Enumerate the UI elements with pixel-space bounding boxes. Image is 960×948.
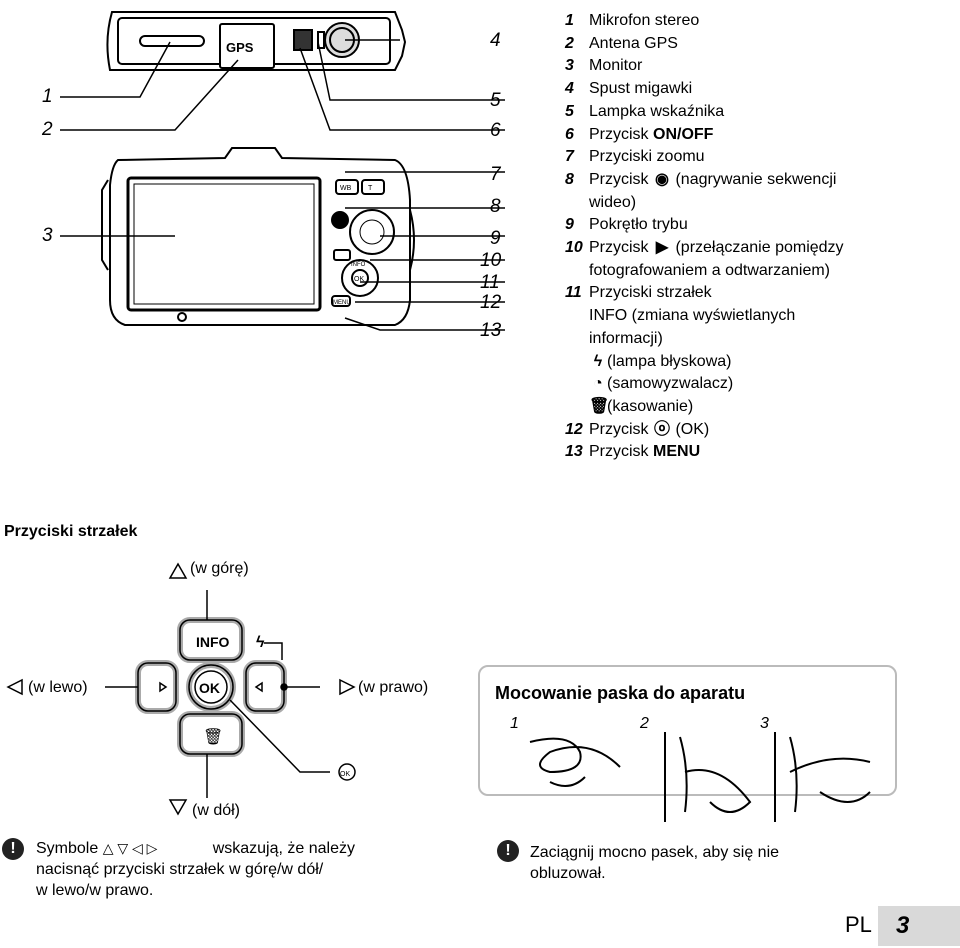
- camera-diagram: GPS WB T INFO OK MENU: [60, 11, 505, 331]
- callout-13: 13: [480, 320, 502, 341]
- section-title-arrow-pad: Przyciski strzałek: [4, 523, 138, 540]
- callout-1: 1: [42, 86, 53, 107]
- page-number: 3: [878, 906, 960, 946]
- legend-item-cont: informacji): [589, 329, 663, 347]
- arrow-up-label: (w górę): [190, 560, 249, 577]
- callout-3: 3: [42, 225, 53, 246]
- legend-item-cont: ϟ (lampa błyskowa): [565, 351, 955, 374]
- language-label: PL: [845, 912, 872, 937]
- arrow-note: Symbole △ ▽ ◁ ▷wskazują, że należy nacis…: [36, 840, 355, 899]
- arrow-symbols-icon: △ ▽ ◁ ▷: [102, 840, 158, 856]
- callout-5: 5: [490, 90, 501, 111]
- trash-icon: 🗑: [589, 397, 610, 415]
- callout-11: 11: [480, 272, 500, 293]
- svg-text:2: 2: [639, 715, 649, 732]
- flash-icon: ϟ: [593, 352, 603, 370]
- camera-top-view: [106, 11, 407, 71]
- flash-icon: ϟ: [256, 634, 265, 651]
- legend-item-cont: ◔ (samowyzwalacz): [565, 373, 955, 396]
- callout-4: 4: [490, 30, 501, 51]
- legend-item-cont: 🗑 (kasowanie): [565, 396, 955, 419]
- strap-note: Zaciągnij mocno pasek, aby się nie obluz…: [530, 844, 780, 882]
- callout-7: 7: [490, 164, 501, 185]
- svg-text:INFO: INFO: [351, 262, 366, 268]
- self-timer-icon: ◔: [593, 375, 603, 393]
- trash-icon: 🗑: [203, 728, 223, 746]
- legend-item-cont: INFO (zmiana wyświetlanych: [589, 307, 796, 325]
- callout-12: 12: [480, 292, 502, 313]
- strap-title: Mocowanie paska do aparatu: [495, 683, 746, 703]
- arrow-left-label: (w lewo): [28, 679, 88, 696]
- svg-text:OK: OK: [354, 276, 364, 283]
- svg-text:3: 3: [760, 715, 769, 732]
- callout-6: 6: [490, 120, 501, 141]
- movie-record-icon: ◉: [655, 170, 669, 188]
- callout-8: 8: [490, 196, 501, 217]
- svg-text:T: T: [368, 185, 373, 192]
- callout-2: 2: [42, 119, 53, 140]
- camera-back-view: [101, 147, 415, 326]
- warning-icon: !: [2, 838, 24, 860]
- arrow-right-label: (w prawo): [358, 679, 429, 696]
- svg-text:OK: OK: [199, 680, 220, 696]
- ok-icon: ⓞ: [654, 420, 671, 438]
- ok-icon: OK: [340, 771, 350, 778]
- legend-item-cont: wideo): [589, 193, 637, 211]
- legend-item-cont: fotografowaniem a odtwarzaniem): [589, 261, 831, 279]
- strap-box: [478, 665, 897, 796]
- callout-10: 10: [480, 250, 502, 271]
- strap-illustrations: 1 2 3: [510, 715, 871, 822]
- warning-icon: !: [497, 840, 519, 862]
- svg-text:WB: WB: [340, 185, 352, 192]
- svg-text:MENU: MENU: [333, 300, 351, 306]
- playback-icon: ▶: [655, 239, 669, 257]
- svg-text:1: 1: [510, 715, 519, 732]
- svg-text:INFO: INFO: [196, 634, 230, 650]
- arrow-pad-diagram: INFO OK 🗑 ϟ OK: [6, 562, 356, 816]
- callout-9: 9: [490, 228, 501, 249]
- arrow-down-label: (w dół): [192, 802, 241, 819]
- gps-label: GPS: [226, 40, 254, 55]
